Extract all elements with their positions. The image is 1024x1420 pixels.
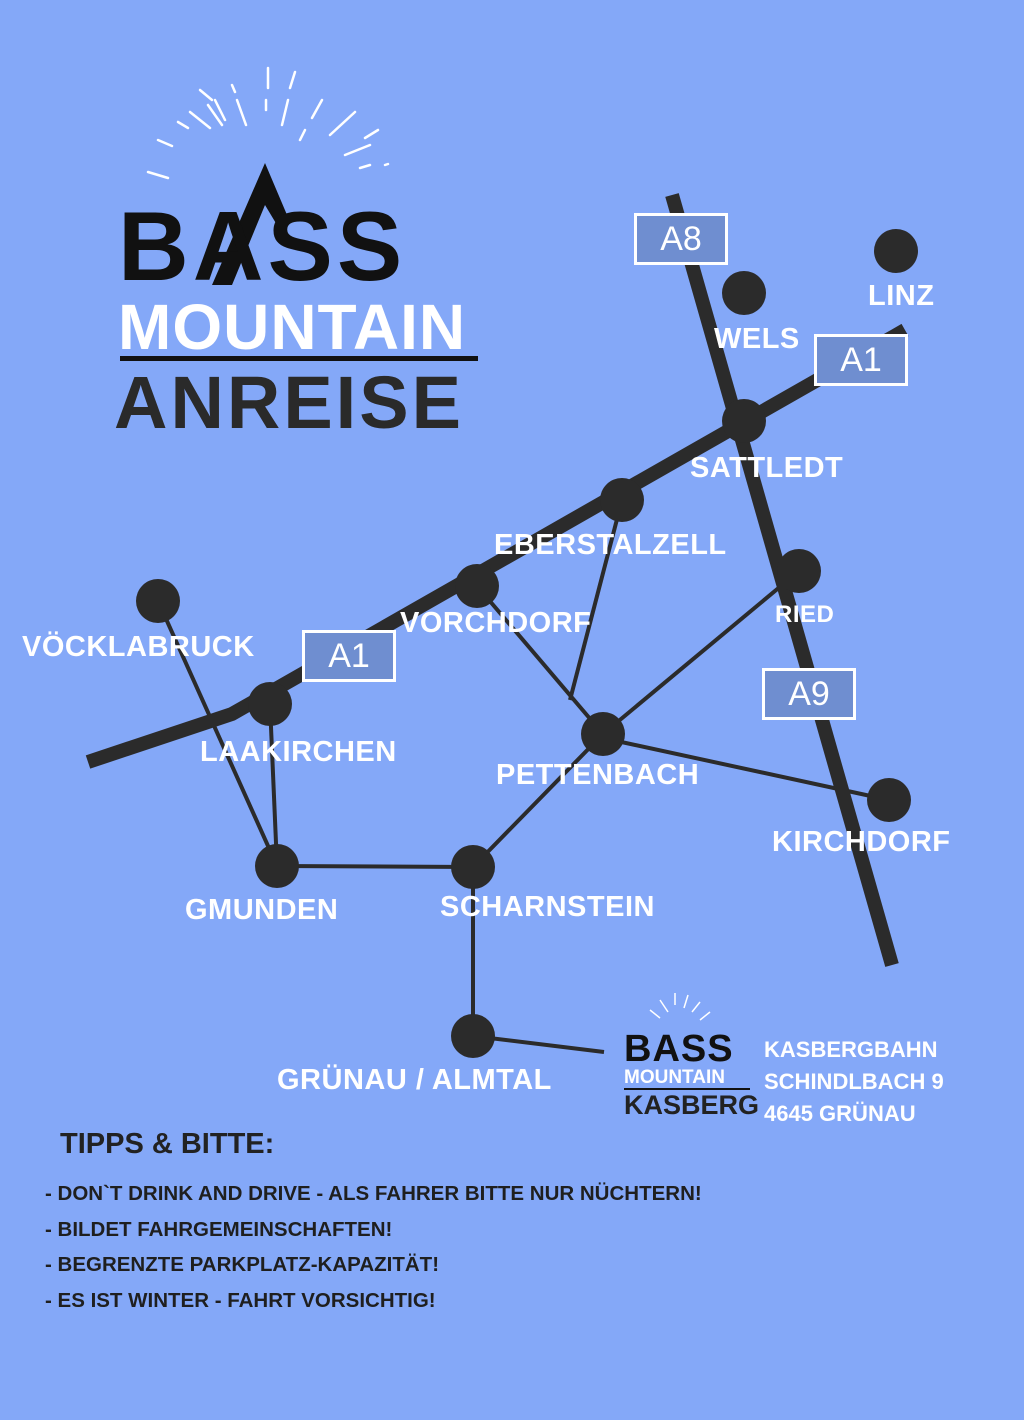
- sunburst-ray: [310, 98, 324, 120]
- destination-logo-bass: BASS: [624, 1028, 734, 1070]
- sunburst-ray: [188, 110, 212, 130]
- town-label-ried: RIED: [775, 601, 835, 628]
- destination-logo-ray: [691, 1001, 701, 1013]
- local-road: [601, 569, 801, 736]
- tip-item: - BEGRENZTE PARKPLATZ-KAPAZITÄT!: [45, 1253, 440, 1276]
- sunburst-ray: [230, 83, 237, 94]
- destination-logo-ray: [699, 1011, 711, 1021]
- local-road: [268, 703, 279, 867]
- local-road: [568, 499, 624, 701]
- sunburst-ray: [358, 163, 372, 170]
- town-label-scharnstein: SCHARNSTEIN: [440, 891, 655, 923]
- destination-logo-kasberg: KASBERG: [624, 1090, 760, 1120]
- town-label-kirchdorf: KIRCHDORF: [772, 826, 951, 858]
- sunburst-ray: [146, 170, 170, 180]
- logo-mountain: MOUNTAIN: [118, 291, 467, 363]
- town-label-vorchdorf: VORCHDORF: [400, 607, 592, 639]
- sunburst-ray: [176, 120, 190, 130]
- sunburst-ray: [235, 98, 248, 127]
- town-node-sattledt: [722, 399, 766, 443]
- sunburst-ray: [288, 70, 297, 90]
- sunburst-ray: [363, 128, 380, 140]
- town-node-scharnstein: [451, 845, 495, 889]
- town-node-ried: [777, 549, 821, 593]
- town-label-laakirchen: LAAKIRCHEN: [200, 736, 397, 768]
- destination-logo-mountain: MOUNTAIN: [624, 1068, 750, 1090]
- road-badge-a1-east: A1: [814, 334, 908, 386]
- town-node-kirchdorf: [867, 778, 911, 822]
- town-node-eberstalzell: [600, 478, 644, 522]
- sunburst-ray: [213, 98, 227, 122]
- town-label-pettenbach: PETTENBACH: [496, 759, 700, 791]
- destination-logo-ray: [683, 994, 689, 1009]
- local-road: [276, 864, 474, 869]
- page-title: ANREISE: [114, 361, 464, 444]
- town-label-eberstalzell: EBERSTALZELL: [494, 529, 727, 561]
- road-badge-a9: A9: [762, 668, 856, 720]
- town-label-voecklabruck: VÖCKLABRUCK: [22, 631, 255, 663]
- town-label-wels: WELS: [714, 323, 800, 355]
- motorway-a1: [85, 323, 909, 769]
- town-label-sattledt: SATTLEDT: [690, 452, 844, 484]
- local-road: [475, 584, 605, 736]
- tips-title: TIPPS & BITTE:: [60, 1128, 275, 1160]
- sunburst-ray: [328, 110, 357, 137]
- tip-item: - DON`T DRINK AND DRIVE - ALS FAHRER BIT…: [45, 1182, 702, 1205]
- destination-logo: BASS MOUNTAIN KASBERG: [624, 1028, 760, 1120]
- town-label-gruenau: GRÜNAU / ALMTAL: [277, 1064, 552, 1096]
- town-label-linz: LINZ: [868, 280, 935, 312]
- destination-logo-ray: [649, 1009, 661, 1019]
- sunburst-ray: [156, 138, 174, 148]
- logo-divider: [120, 356, 478, 361]
- road-badge-a1-west: A1: [302, 630, 396, 682]
- tip-item: - BILDET FAHRGEMEINSCHAFTEN!: [45, 1217, 393, 1241]
- destination-address: KASBERGBAHN SCHINDLBACH 9 4645 GRÜNAU: [764, 1034, 944, 1130]
- town-node-laakirchen: [248, 682, 292, 726]
- town-label-gmunden: GMUNDEN: [185, 894, 339, 926]
- sunburst-ray: [280, 98, 290, 127]
- logo-bass: BASS: [118, 191, 407, 301]
- sunburst-ray: [298, 128, 307, 142]
- tips-list: - DON`T DRINK AND DRIVE - ALS FAHRER BIT…: [45, 1182, 702, 1324]
- tip-item: - ES IST WINTER - FAHRT VORSICHTIG!: [45, 1288, 436, 1312]
- sunburst-ray: [206, 103, 224, 127]
- sunburst-ray: [383, 162, 390, 167]
- address-line: KASBERGBAHN: [764, 1037, 938, 1062]
- town-node-pettenbach: [581, 712, 625, 756]
- sunburst-ray: [198, 88, 214, 102]
- town-node-gmunden: [255, 844, 299, 888]
- local-road: [471, 732, 605, 869]
- road-badge-a8: A8: [634, 213, 728, 265]
- town-node-vorchdorf: [455, 564, 499, 608]
- address-line: SCHINDLBACH 9: [764, 1069, 944, 1094]
- town-node-wels: [722, 271, 766, 315]
- local-road: [156, 600, 279, 867]
- town-node-voecklabruck: [136, 579, 180, 623]
- town-node-linz: [874, 229, 918, 273]
- destination-logo-ray: [659, 999, 669, 1013]
- town-node-gruenau: [451, 1014, 495, 1058]
- logo-mountain-icon: [212, 163, 290, 285]
- sunburst-ray: [343, 143, 372, 157]
- address-line: 4645 GRÜNAU: [764, 1101, 916, 1126]
